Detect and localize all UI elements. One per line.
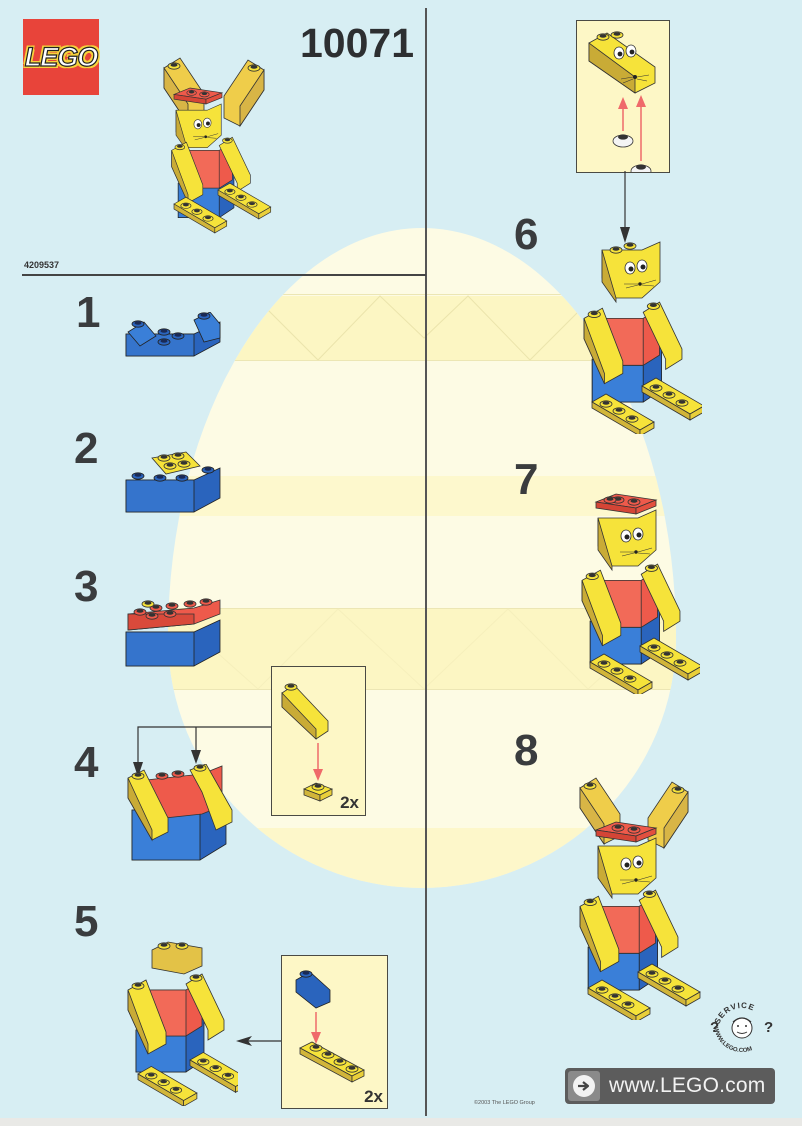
step-6-parts-callout: [576, 20, 670, 173]
header-divider: [22, 274, 426, 276]
part-number: 4209537: [24, 260, 60, 270]
website-link-button[interactable]: www.LEGO.com: [565, 1068, 775, 1104]
step-2-model: [125, 451, 221, 513]
step-number-8: 8: [514, 726, 539, 775]
svg-text:?: ?: [710, 1019, 719, 1036]
blue-slope-on-plate-icon: [295, 970, 365, 1083]
face-slope-with-eyes-icon: [588, 31, 656, 172]
step-number-3: 3: [74, 562, 99, 611]
step-number-5: 5: [74, 897, 99, 946]
arrow-right-icon: [568, 1071, 600, 1101]
service-badge[interactable]: SERVICE WWW.LEGO.COM ? ?: [704, 998, 780, 1058]
lego-logo: LEGO: [23, 19, 99, 95]
step-number-4: 4: [74, 738, 99, 787]
set-number: 10071: [300, 20, 415, 66]
copyright-notice: ©2003 The LEGO Group: [474, 1100, 535, 1106]
page-edge: [0, 1118, 802, 1126]
column-divider: [425, 8, 427, 1116]
step-3-model: [125, 598, 221, 667]
step-1-model: [125, 312, 221, 357]
step-4-model: [127, 764, 233, 861]
website-url: www.LEGO.com: [609, 1074, 766, 1097]
step-6-model: [578, 241, 702, 434]
step-4-parts-callout: 2x: [271, 666, 366, 816]
svg-text:?: ?: [764, 1019, 773, 1036]
step-number-7: 7: [514, 455, 539, 504]
step-number-2: 2: [74, 424, 99, 473]
step-5-model: [126, 941, 238, 1106]
step-7-model: [576, 490, 700, 694]
step-number-1: 1: [76, 288, 101, 337]
quantity-label: 2x: [364, 1087, 383, 1106]
step-8-model: [574, 772, 704, 1020]
step-5-parts-callout: 2x: [281, 955, 388, 1109]
step-6-connector-arrow: [620, 171, 630, 243]
quantity-label: 2x: [340, 793, 359, 812]
step-number-6: 6: [514, 210, 539, 259]
step-4-connector-arrows: [133, 726, 272, 777]
finished-bunny-model: [160, 48, 280, 238]
slope-brick-on-plate-icon: [281, 683, 333, 802]
step-5-connector-arrow: [236, 1036, 284, 1046]
